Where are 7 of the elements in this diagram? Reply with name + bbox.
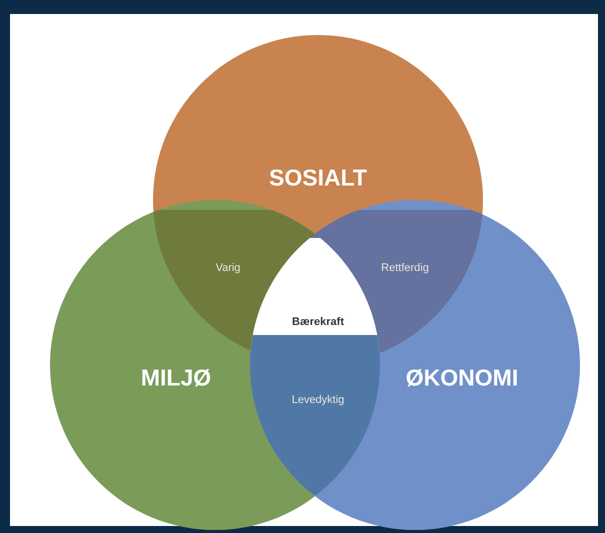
region-label: ØKONOMI	[406, 364, 518, 392]
region-label: Rettferdig	[381, 262, 429, 274]
region-label: MILJØ	[140, 364, 212, 392]
region-label: Varig	[216, 262, 240, 274]
region-label: SOSIALT	[269, 164, 367, 192]
region-label: Levedyktig	[292, 394, 344, 406]
region-label: Bærekraft	[292, 316, 344, 328]
